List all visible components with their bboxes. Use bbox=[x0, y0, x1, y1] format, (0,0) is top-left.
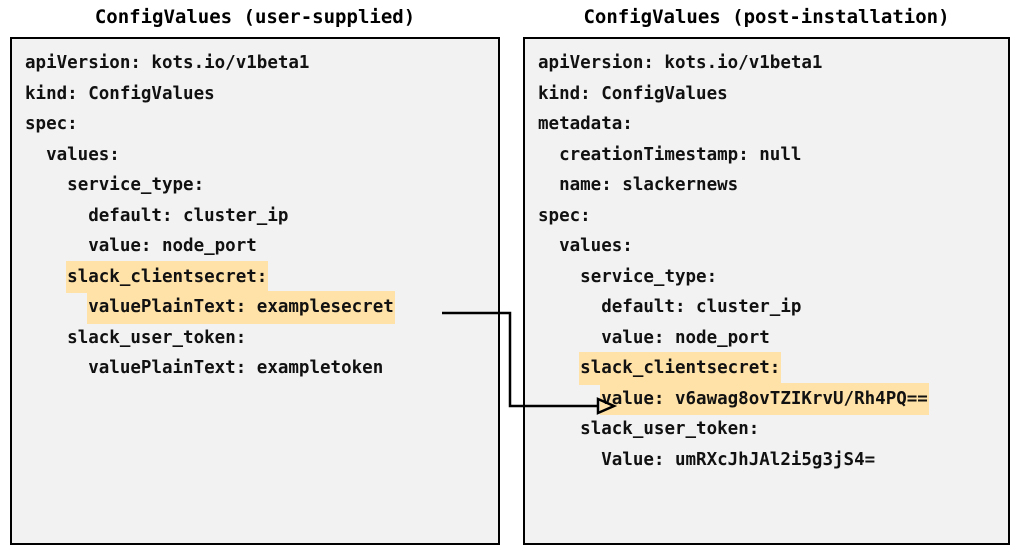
code-indent bbox=[538, 145, 559, 165]
code-text: spec: bbox=[538, 205, 591, 226]
code-text: values: bbox=[559, 236, 633, 256]
code-indent bbox=[538, 328, 601, 348]
code-line: values: bbox=[525, 231, 1008, 262]
config-values-panel-user-supplied: apiVersion: kots.io/v1beta1 kind: ConfigV… bbox=[10, 37, 500, 545]
code-text: default: cluster_ip bbox=[88, 205, 289, 226]
config-values-panel-post-installation: apiVersion: kots.io/v1beta1 kind: ConfigV… bbox=[523, 37, 1010, 545]
code-text: slack_user_token: bbox=[67, 327, 247, 348]
code-text: creationTimestamp: null bbox=[559, 144, 802, 165]
code-line: slack_clientsecret: bbox=[525, 353, 1008, 384]
code-text: values: bbox=[46, 144, 120, 165]
code-indent bbox=[25, 297, 88, 317]
code-text: service_type: bbox=[67, 175, 205, 195]
code-text: metadata: bbox=[538, 114, 633, 134]
code-lines-post-installation: apiVersion: kots.io/v1beta1 kind: ConfigV… bbox=[525, 48, 1008, 475]
code-line: apiVersion: kots.io/v1beta1 bbox=[525, 48, 1008, 79]
code-line: kind: ConfigValues bbox=[12, 79, 498, 110]
code-line: slack_user_token: bbox=[12, 323, 498, 354]
code-line: default: cluster_ip bbox=[525, 292, 1008, 323]
code-text: default: cluster_ip bbox=[601, 297, 802, 317]
code-text: Value: umRXcJhJAl2i5g3jS4= bbox=[601, 449, 876, 470]
code-line: spec: bbox=[12, 109, 498, 140]
code-line: apiVersion: kots.io/v1beta1 bbox=[12, 48, 498, 79]
code-lines-user-supplied: apiVersion: kots.io/v1beta1 kind: ConfigV… bbox=[12, 48, 498, 384]
code-text: service_type: bbox=[580, 266, 718, 287]
code-line: valuePlainText: examplesecret bbox=[12, 292, 498, 323]
code-indent bbox=[25, 267, 67, 287]
code-text: valuePlainText: exampletoken bbox=[88, 358, 384, 378]
code-text: value: node_port bbox=[88, 236, 257, 256]
code-line: values: bbox=[12, 140, 498, 171]
code-text: slack_user_token: bbox=[580, 419, 760, 439]
code-indent bbox=[538, 450, 601, 470]
code-line: service_type: bbox=[525, 262, 1008, 293]
code-text: spec: bbox=[25, 114, 78, 134]
code-indent bbox=[25, 358, 88, 378]
code-text: value: v6awag8ovTZIKrvU/Rh4PQ== bbox=[601, 383, 928, 414]
code-indent bbox=[25, 175, 67, 195]
code-indent bbox=[25, 145, 46, 165]
code-line: metadata: bbox=[525, 109, 1008, 140]
code-text: apiVersion: kots.io/v1beta1 bbox=[25, 53, 310, 73]
code-line: slack_user_token: bbox=[525, 414, 1008, 445]
code-line: service_type: bbox=[12, 170, 498, 201]
panel-title-user-supplied: ConfigValues (user-supplied) bbox=[94, 6, 416, 28]
code-indent bbox=[25, 236, 88, 256]
code-line: valuePlainText: exampletoken bbox=[12, 353, 498, 384]
code-text: name: slackernews bbox=[559, 175, 739, 195]
code-indent bbox=[538, 236, 559, 256]
panel-title-post-installation: ConfigValues (post-installation) bbox=[583, 6, 950, 28]
code-indent bbox=[538, 175, 559, 195]
code-text: kind: ConfigValues bbox=[25, 83, 215, 104]
code-line: slack_clientsecret: bbox=[12, 261, 498, 292]
code-text: slack_clientsecret: bbox=[580, 353, 781, 384]
code-line: value: node_port bbox=[525, 323, 1008, 354]
code-indent bbox=[25, 328, 67, 348]
code-line: value: node_port bbox=[12, 231, 498, 262]
code-line: Value: umRXcJhJAl2i5g3jS4= bbox=[525, 445, 1008, 476]
code-text: apiVersion: kots.io/v1beta1 bbox=[538, 53, 823, 73]
code-indent bbox=[538, 419, 580, 439]
code-indent bbox=[538, 297, 601, 317]
code-text: value: node_port bbox=[601, 327, 770, 348]
code-text: kind: ConfigValues bbox=[538, 83, 728, 104]
code-line: default: cluster_ip bbox=[12, 201, 498, 232]
code-text: valuePlainText: examplesecret bbox=[88, 292, 394, 323]
code-line: spec: bbox=[525, 201, 1008, 232]
code-line: name: slackernews bbox=[525, 170, 1008, 201]
code-line: creationTimestamp: null bbox=[525, 140, 1008, 171]
code-indent bbox=[25, 206, 88, 226]
code-indent bbox=[538, 358, 580, 378]
code-line: value: v6awag8ovTZIKrvU/Rh4PQ== bbox=[525, 383, 1008, 414]
code-indent bbox=[538, 267, 580, 287]
code-text: slack_clientsecret: bbox=[67, 261, 268, 292]
code-indent bbox=[538, 389, 601, 409]
code-line: kind: ConfigValues bbox=[525, 79, 1008, 110]
